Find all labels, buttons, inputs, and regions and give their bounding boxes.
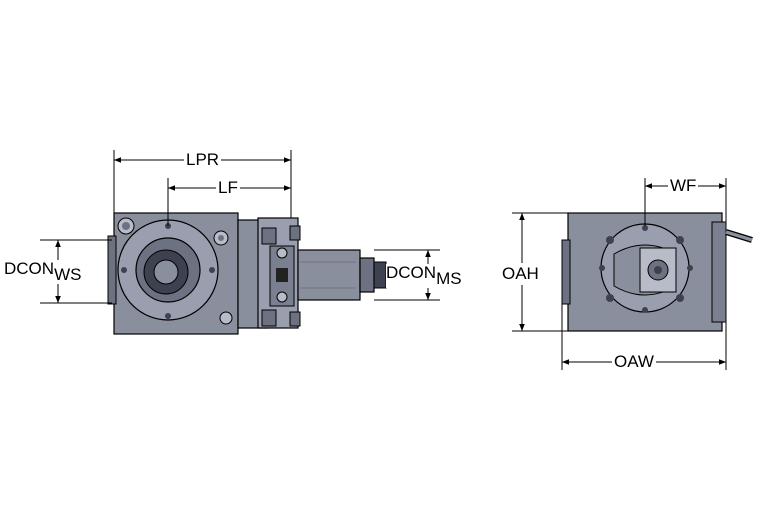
label-wf: WF (668, 176, 699, 195)
label-oaw: OAW (612, 352, 656, 371)
label-dcon-ms: DCONMS (386, 264, 462, 288)
label-dcon-ms-main: DCON (386, 263, 437, 282)
side-view (40, 150, 440, 335)
label-oah: OAH (502, 263, 539, 285)
label-dcon-ws-sub: WS (54, 265, 82, 284)
label-dcon-ws: DCONWS (4, 259, 82, 284)
side-view-spindle (297, 249, 361, 301)
label-lpr: LPR (184, 150, 222, 169)
label-lf: LF (216, 178, 240, 197)
label-dcon-ms-sub: MS (436, 269, 462, 288)
label-dcon-ws-main: DCON (4, 259, 55, 278)
front-view (512, 178, 753, 370)
